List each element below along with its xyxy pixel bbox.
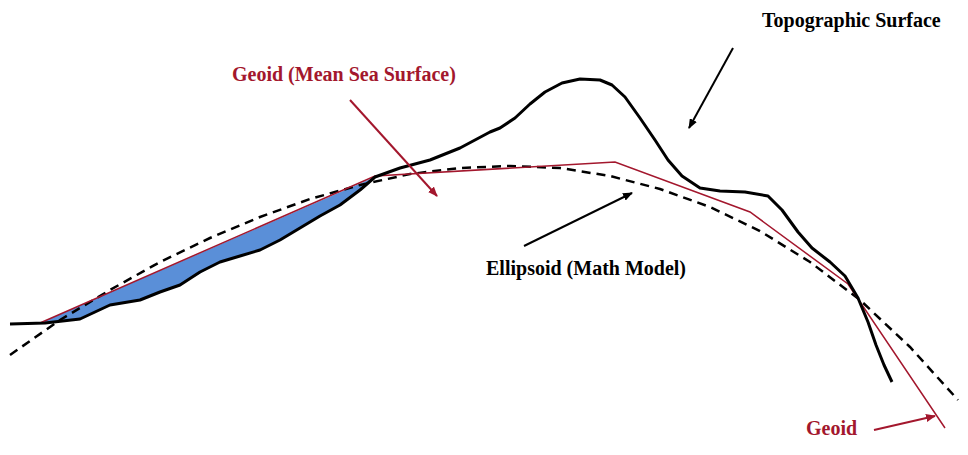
label-text: Ellipsoid (Math Model)	[486, 256, 686, 280]
leader-arrow	[524, 193, 632, 246]
leader-arrow	[350, 100, 437, 196]
label-text: Topographic Surface	[762, 8, 941, 32]
ellipsoid-curve	[10, 166, 958, 400]
topographic-surface	[10, 79, 892, 382]
leader-arrow	[689, 48, 733, 128]
label-text: Geoid (Mean Sea Surface)	[232, 62, 456, 86]
label-text: Geoid	[806, 416, 857, 440]
geoid-line	[40, 162, 945, 428]
leader-arrow	[874, 416, 935, 430]
